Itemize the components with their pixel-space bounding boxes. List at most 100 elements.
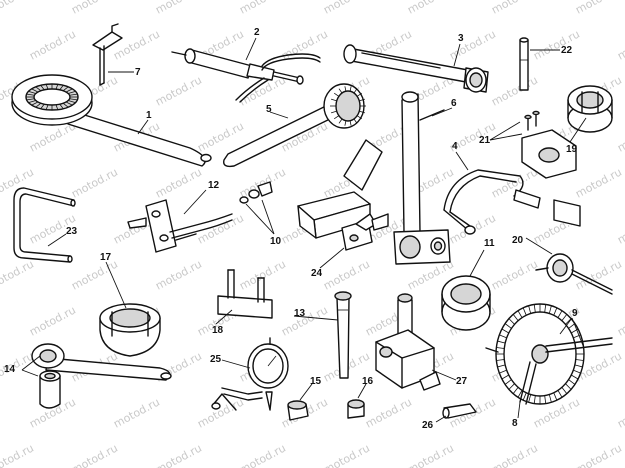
callout-15: 15 [310,376,322,387]
tooth-mark [570,374,579,380]
tool-8-9-degree-wheel [485,303,613,405]
watermark-text: motod.ru [0,0,36,17]
tool-13-punch [334,291,352,379]
tooth-mark [508,318,515,325]
tooth-mark [69,98,78,101]
tooth-mark [31,101,39,106]
watermark-text: motod.ru [27,27,78,62]
tooth-mark [575,359,584,361]
callout-10: 10 [270,236,282,247]
watermark-text: motod.ru [615,211,625,246]
tooth-mark [508,383,515,390]
tooth-mark [565,318,572,325]
callout-27: 27 [456,376,468,387]
watermark-text: motod.ru [321,0,372,17]
tooth-mark [522,392,527,401]
tooth-mark [55,84,59,90]
watermark-text: motod.ru [153,441,204,468]
watermark-text: motod.ru [489,441,540,468]
watermark-text: motod.ru [573,0,624,17]
tooth-mark [496,347,505,349]
callout-2: 2 [254,27,260,38]
tooth-mark [528,305,532,314]
tooth-mark [517,390,523,398]
tooth-mark [557,310,563,318]
tooth-mark [62,102,69,108]
tool-16-cap [347,399,365,419]
tool-27-puller [375,293,441,391]
tooth-mark [28,100,36,104]
watermark-text: motod.ru [69,441,120,468]
tooth-mark [330,110,337,114]
watermark-text: motod.ru [153,73,204,108]
tooth-mark [496,359,505,361]
tooth-mark [40,103,45,109]
watermark-text: motod.ru [153,165,204,200]
tool-1-hub-wrench [11,74,212,167]
tooth-mark [568,379,576,385]
callout-17: 17 [100,252,112,263]
tooth-mark [31,88,39,93]
callout-23: 23 [66,226,78,237]
tool-23-bent-rod [13,187,76,263]
tooth-mark [330,98,337,102]
watermark-text: motod.ru [27,303,78,338]
callout-14: 14 [4,364,16,375]
tool-25-dial-gauge [211,337,289,411]
tooth-mark [359,110,366,114]
tooth-mark [512,387,519,394]
tooth-mark [65,101,73,106]
tooth-mark [35,102,42,108]
watermark-text: motod.ru [405,441,456,468]
callout-9: 9 [572,308,578,319]
tool-3-wrench [343,44,489,93]
tooth-mark [548,305,552,314]
tooth-mark [55,104,59,110]
watermark-text: motod.ru [489,257,540,292]
tool-15-cap [287,400,309,421]
tooth-mark [497,364,506,368]
watermark-text: motod.ru [321,441,372,468]
watermark-text: motod.ru [531,27,582,62]
tool-20-dial-bracket [535,199,613,295]
callout-20: 20 [512,235,524,246]
tooth-mark [517,310,523,318]
tooth-mark [344,86,347,92]
tooth-mark [565,383,572,390]
watermark-text: motod.ru [489,0,540,17]
watermark-text: motod.ru [69,165,120,200]
watermark-text: motod.ru [615,119,625,154]
tooth-mark [356,115,363,120]
callout-4: 4 [452,141,458,152]
leader-lines [21,37,587,423]
tool-6-handle-wrench [393,91,451,265]
callout-12: 12 [208,180,220,191]
tooth-mark [553,392,558,401]
watermark-text: motod.ru [153,257,204,292]
tooth-mark [573,369,581,374]
tooth-mark [553,307,558,316]
watermark-text: motod.ru [237,441,288,468]
watermark-text: motod.ru [69,257,120,292]
tool-14-socket-wrench [31,343,172,409]
callout-6: 6 [451,98,457,109]
tooth-mark [544,304,547,313]
watermark-text: motod.ru [405,0,456,17]
watermark-text: motod.ru [447,27,498,62]
tooth-mark [501,374,510,380]
tooth-mark [68,100,76,104]
tooth-mark [504,379,512,385]
tooth-mark [499,334,507,339]
tool-4-crank [443,169,541,235]
watermark-text: motod.ru [363,395,414,430]
tooth-mark [544,395,547,404]
tooth-mark [59,103,64,109]
tool-5-wrench [223,83,366,168]
tool-7-pin [92,23,123,86]
tooth-mark [65,88,73,93]
tooth-mark [512,314,519,321]
callout-22: 22 [561,45,573,56]
watermark-text: motod.ru [111,27,162,62]
